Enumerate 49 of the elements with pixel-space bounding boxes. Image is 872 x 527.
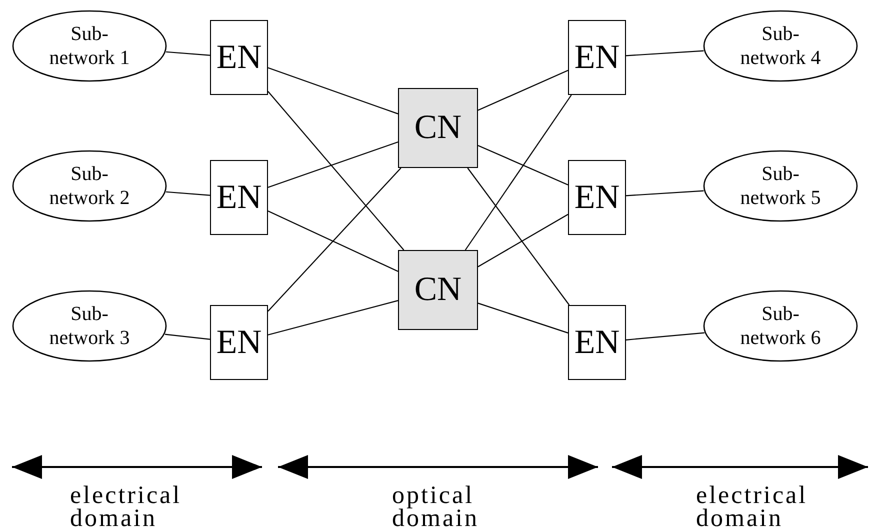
node-label: EN [574,178,620,216]
node-box [210,160,268,235]
subnetwork-ellipse [12,10,167,82]
node-label: EN [216,324,262,362]
node-label: EN [216,178,262,216]
node-box [210,20,268,95]
node-label: Sub- network 5 [739,162,822,210]
node-label: EN [574,38,620,76]
link-line [626,332,704,340]
subnetwork-ellipse [12,150,167,222]
node-box [210,305,268,380]
domain-label: electrical domain [70,484,183,527]
link-line [268,168,402,312]
link-line [626,50,704,56]
link-line [268,210,398,272]
link-line [464,94,572,250]
node-label: Sub- network 2 [48,162,131,210]
link-line [268,300,398,336]
link-line [478,144,568,186]
domain-label: optical domain [392,484,480,527]
subnetwork-ellipse [12,290,167,362]
link-line [467,168,570,306]
link-line [478,214,568,268]
link-line [478,302,568,334]
node-label: CN [414,271,462,309]
node-label: Sub- network 1 [48,22,131,70]
node-label: Sub- network 4 [739,22,822,70]
core-node-box [398,88,478,168]
link-line [166,191,210,196]
node-box [568,160,626,235]
node-box [568,20,626,95]
link-line [268,141,398,188]
domain-label: electrical domain [696,484,809,527]
node-label: Sub- network 3 [48,302,131,350]
core-node-box [398,250,478,330]
subnetwork-ellipse [703,150,858,222]
node-label: EN [574,324,620,362]
subnetwork-ellipse [703,10,858,82]
node-label: Sub- network 6 [739,302,822,350]
link-line [268,67,398,114]
link-line [166,51,210,56]
link-line [268,91,404,250]
node-label: CN [414,109,462,147]
link-line [164,334,210,340]
node-box [568,305,626,380]
subnetwork-ellipse [703,290,858,362]
link-line [478,70,568,111]
link-line [626,190,704,196]
node-label: EN [216,38,262,76]
